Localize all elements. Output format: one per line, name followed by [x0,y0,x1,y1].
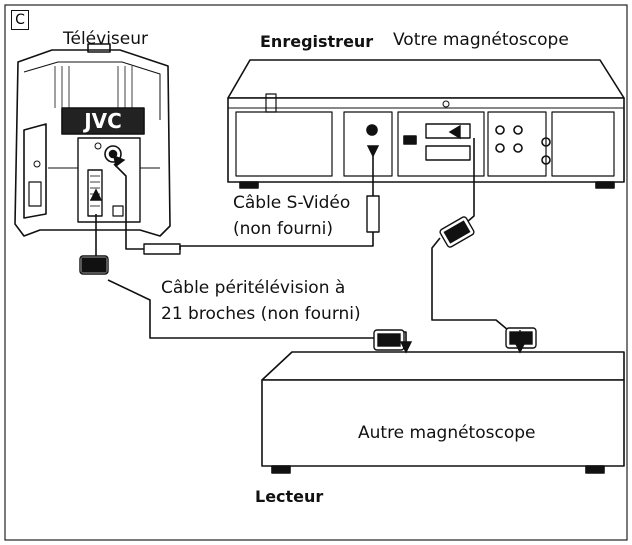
svideo-cable-label-line1: Câble S-Vidéo [233,193,351,213]
scart-cable-label-line2: 21 broches (non fourni) [161,304,361,324]
tv-rear [14,43,171,237]
player-role-label: Lecteur [255,487,324,506]
tv-label: Téléviseur [63,29,148,49]
outer-frame [4,4,628,541]
scart-cable-label-line1: Câble péritélévision à [161,278,346,298]
cables [95,138,509,352]
panel-letter: C [11,10,29,30]
recorder-role-label: Enregistreur [260,32,374,51]
other-vcr-label: Autre magnétoscope [358,423,536,443]
recorder-name-label: Votre magnétoscope [393,30,569,50]
recorder-vcr [227,59,625,189]
player-vcr [261,351,625,474]
signal-arrows [89,124,527,354]
tv-brand-logo: JVC [84,109,122,133]
svideo-cable-label-line2: (non fourni) [233,219,333,239]
scart-plugs [79,216,537,351]
